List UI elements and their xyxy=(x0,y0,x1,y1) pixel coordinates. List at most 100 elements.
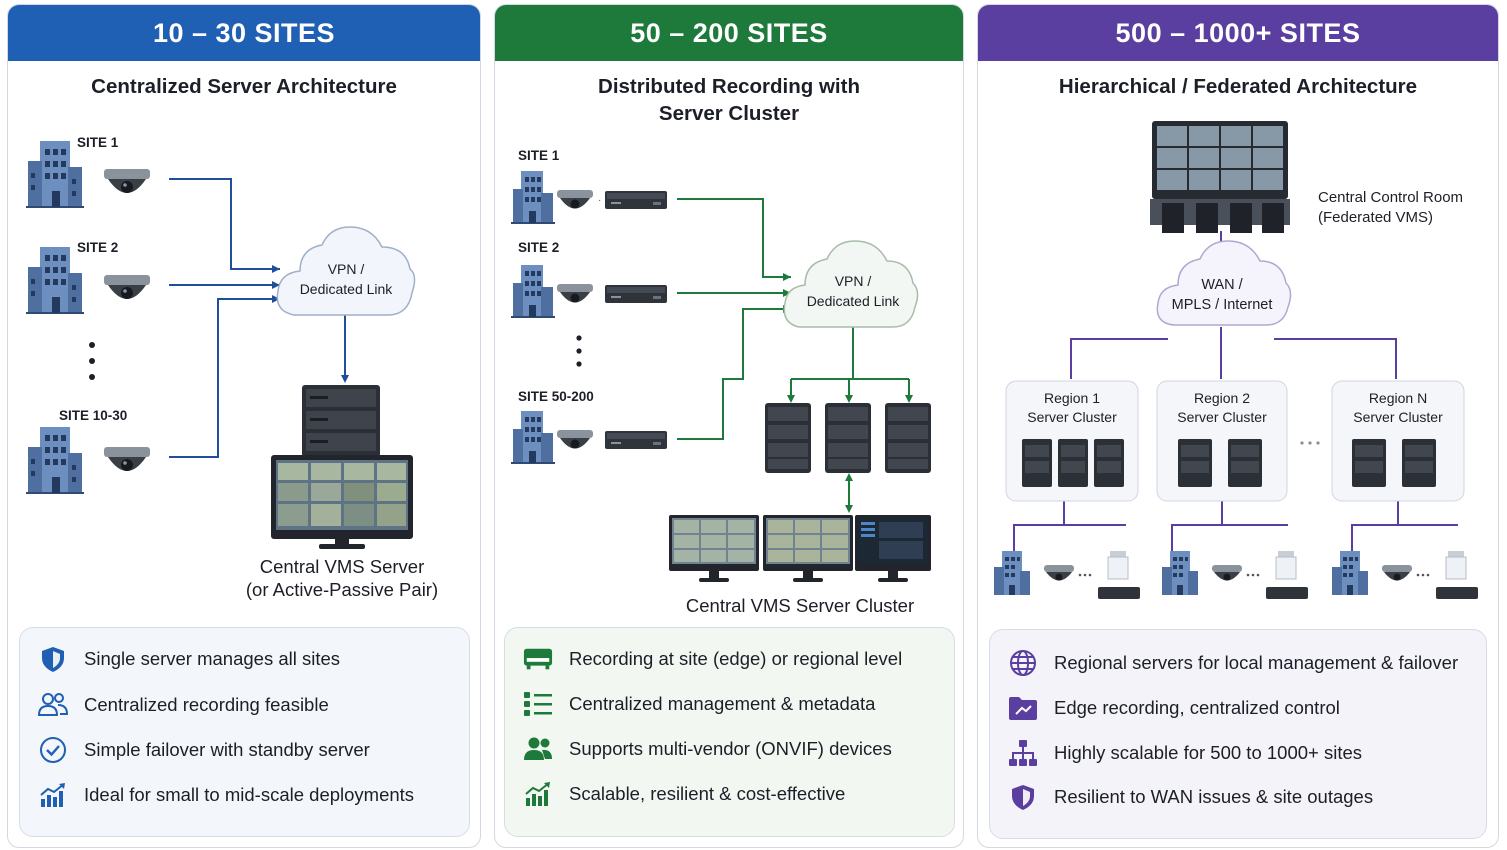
feature-text: Recording at site (edge) or regional lev… xyxy=(569,648,903,669)
site-label: SITE 1 xyxy=(77,135,119,150)
growth-chart-icon xyxy=(523,779,553,809)
link-wan-regions xyxy=(1070,327,1397,379)
building-icon xyxy=(1332,551,1368,595)
link-site3 xyxy=(169,298,280,458)
building-icon xyxy=(26,247,84,314)
building-icon xyxy=(511,411,555,464)
building-icon xyxy=(26,141,84,208)
more-sites-dots xyxy=(89,342,95,380)
site-label: SITE 2 xyxy=(518,240,560,255)
list-icon xyxy=(523,689,553,719)
dome-camera-icon xyxy=(557,284,593,303)
building-icon xyxy=(26,427,84,494)
feature-item: Supports multi-vendor (ONVIF) devices xyxy=(505,734,954,764)
feature-item: Single server manages all sites xyxy=(20,644,469,674)
edge-recorder-icon xyxy=(1266,551,1308,599)
panel-mid-scale: 50 – 200 SITES Distributed Recording wit… xyxy=(494,4,964,848)
site-label: SITE 1 xyxy=(518,148,560,163)
panel-header: 50 – 200 SITES xyxy=(495,5,963,61)
panel-large-scale: 500 – 1000+ SITES Hierarchical / Federat… xyxy=(977,4,1499,848)
feature-text: Regional servers for local management & … xyxy=(1054,652,1459,673)
cloud-label: VPN /Dedicated Link xyxy=(299,261,393,297)
dome-camera-icon xyxy=(1212,565,1242,581)
server-tower-icon xyxy=(302,385,380,457)
site-label: SITE 10-30 xyxy=(59,408,128,423)
feature-text: Simple failover with standby server xyxy=(84,739,370,760)
region-cluster-box xyxy=(1156,380,1288,502)
feature-item: Centralized recording feasible xyxy=(20,690,469,720)
dome-camera-icon xyxy=(1382,565,1412,581)
vpn-cloud-icon xyxy=(276,226,416,316)
link-region2-sites xyxy=(1171,501,1288,551)
feature-item: Ideal for small to mid-scale deployments xyxy=(20,780,469,810)
server-rack-icon xyxy=(885,403,931,473)
building-icon xyxy=(511,171,555,224)
hierarchy-icon xyxy=(1008,738,1038,768)
building-icon xyxy=(511,265,555,318)
recorder-icon xyxy=(523,644,553,674)
link-site3 xyxy=(677,308,791,440)
users-icon xyxy=(523,734,553,764)
feature-text: Centralized management & metadata xyxy=(569,693,876,714)
users-icon xyxy=(38,690,68,720)
edge-site-group xyxy=(1162,551,1308,599)
feature-item: Centralized management & metadata xyxy=(505,689,954,719)
dome-camera-icon xyxy=(557,190,593,209)
vms-monitor-icon xyxy=(271,455,413,549)
feature-box: Single server manages all sites Centrali… xyxy=(19,627,470,837)
feature-item: Scalable, resilient & cost-effective xyxy=(505,779,954,809)
server-caption: Central VMS Server(or Active-Passive Pai… xyxy=(245,556,439,600)
shield-icon xyxy=(1008,782,1038,812)
link-regionN-sites xyxy=(1351,501,1458,551)
server-rack-icon xyxy=(765,403,811,473)
feature-text: Single server manages all sites xyxy=(84,648,341,669)
vpn-cloud-icon xyxy=(783,240,919,328)
feature-item: Edge recording, centralized control xyxy=(990,693,1486,723)
edge-recorder-icon xyxy=(1436,551,1478,599)
control-room-icon xyxy=(1150,121,1290,233)
shield-icon xyxy=(38,644,68,674)
nvr-recorder-icon xyxy=(605,191,667,209)
edge-site-group xyxy=(994,551,1140,599)
building-icon xyxy=(994,551,1030,595)
edge-recorder-icon xyxy=(1098,551,1140,599)
wan-cloud-icon xyxy=(1156,240,1292,326)
link-site1 xyxy=(677,198,791,278)
link-site1 xyxy=(169,178,280,270)
feature-text: Supports multi-vendor (ONVIF) devices xyxy=(569,738,892,759)
dome-camera-icon xyxy=(104,275,150,299)
centralized-diagram xyxy=(26,141,416,549)
dome-camera-icon xyxy=(557,430,593,449)
more-regions-dots xyxy=(1300,441,1320,445)
feature-item: Resilient to WAN issues & site outages xyxy=(990,782,1486,812)
feature-item: Regional servers for local management & … xyxy=(990,648,1486,678)
feature-text: Resilient to WAN issues & site outages xyxy=(1054,786,1374,807)
globe-icon xyxy=(1008,648,1038,678)
feature-text: Scalable, resilient & cost-effective xyxy=(569,783,846,804)
edge-site-group xyxy=(1332,551,1478,599)
check-circle-icon xyxy=(38,735,68,765)
link-region1-sites xyxy=(1013,501,1126,551)
feature-box: Recording at site (edge) or regional lev… xyxy=(504,627,955,837)
panel-header: 500 – 1000+ SITES xyxy=(978,5,1498,61)
more-sites-dots xyxy=(576,335,582,367)
region-cluster-box xyxy=(1005,380,1139,502)
feature-text: Highly scalable for 500 to 1000+ sites xyxy=(1054,742,1363,763)
feature-item: Recording at site (edge) or regional lev… xyxy=(505,644,954,674)
feature-item: Highly scalable for 500 to 1000+ sites xyxy=(990,738,1486,768)
control-room-label: Central Control Room(Federated VMS) xyxy=(1318,189,1464,226)
federated-diagram xyxy=(994,121,1478,599)
svg-text:·: · xyxy=(598,195,601,206)
feature-text: Ideal for small to mid-scale deployments xyxy=(84,784,415,805)
growth-chart-icon xyxy=(38,780,68,810)
region-cluster-box xyxy=(1331,380,1465,502)
server-caption: Central VMS Server Cluster xyxy=(685,595,915,616)
dome-camera-icon xyxy=(104,169,150,193)
link-cloud-cluster xyxy=(790,327,910,399)
distributed-diagram: · xyxy=(511,171,931,582)
feature-text: Edge recording, centralized control xyxy=(1054,697,1340,718)
